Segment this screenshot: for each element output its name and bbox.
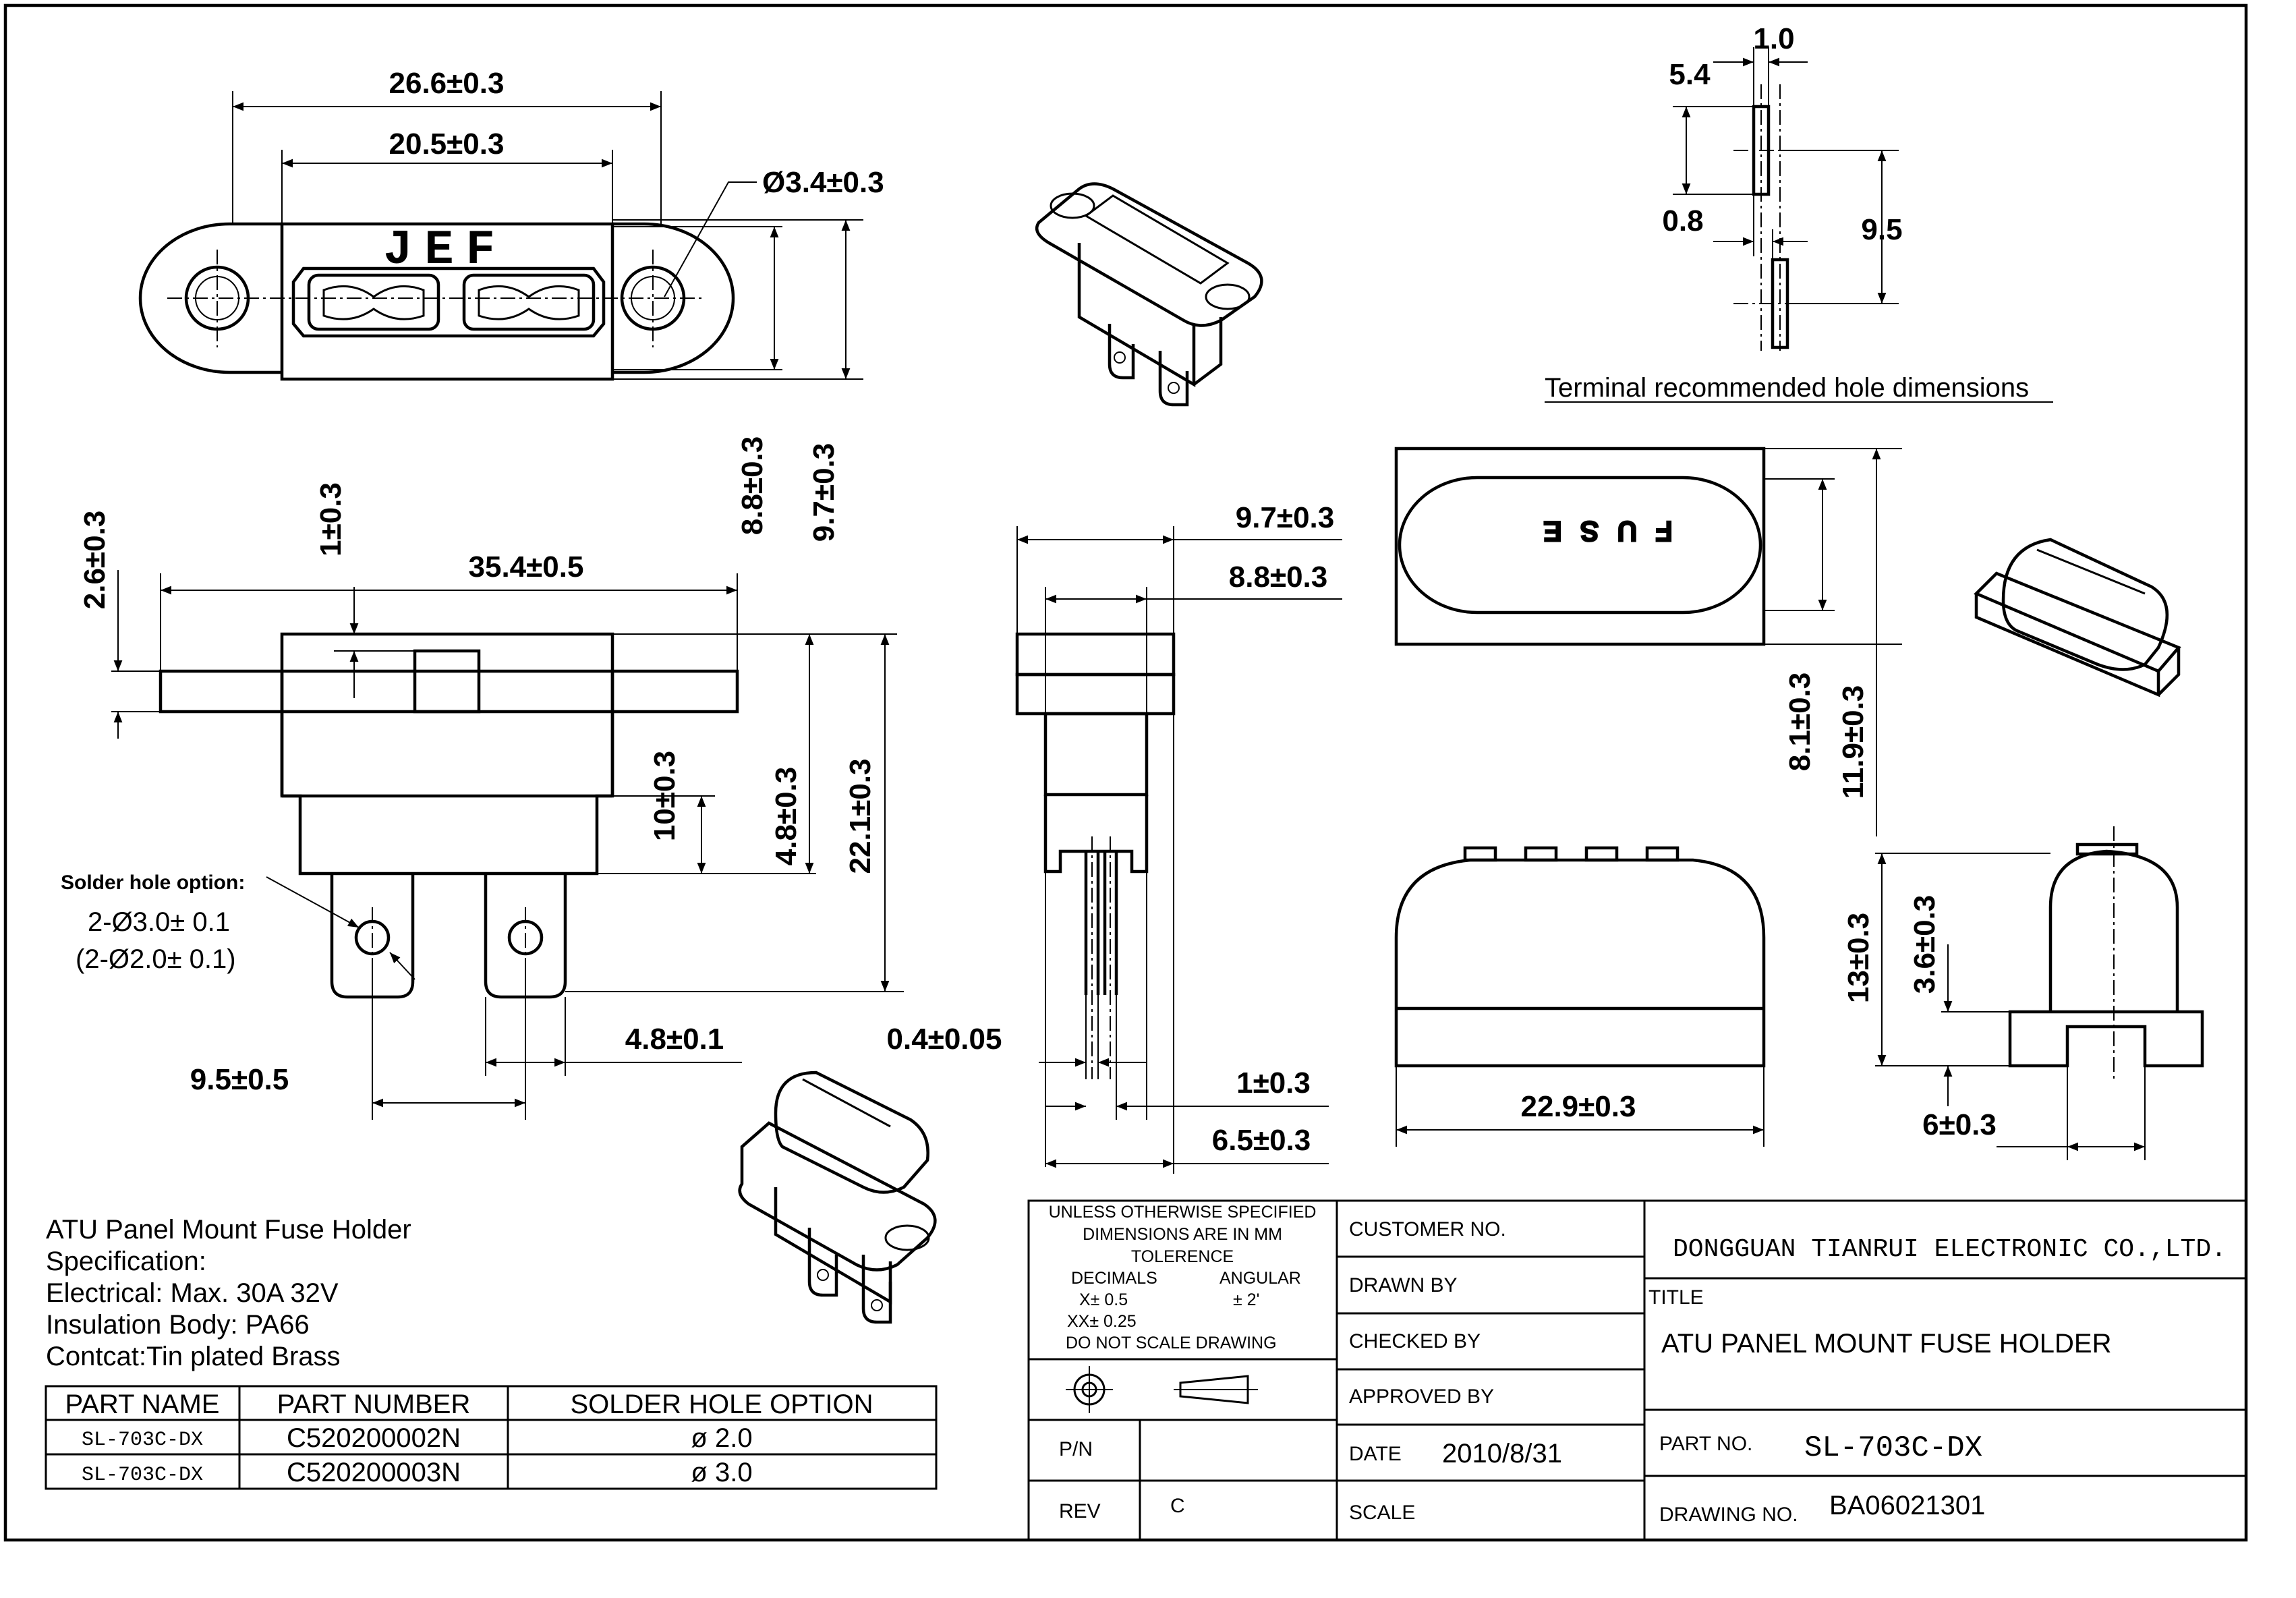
approved-by-label: APPROVED BY xyxy=(1349,1386,1494,1408)
customer-no-label: CUSTOMER NO. xyxy=(1349,1218,1506,1240)
terminal-hole-dimensions: 1.0 5.4 0.8 9.5 Terminal recommended hol… xyxy=(1545,22,2053,403)
terminal-caption: Terminal recommended hole dimensions xyxy=(1545,373,2029,403)
dim-fuse-13: 13±0.3 xyxy=(1842,913,1875,1003)
fuse-side-dimensions: 13±0.3 3.6±0.3 6±0.3 xyxy=(1842,853,2146,1160)
dim-fuse-6: 6±0.3 xyxy=(1922,1108,1997,1141)
spec-heading: Specification: xyxy=(46,1247,206,1276)
front-view-dimensions: 35.4±0.5 2.6±0.3 1±0.3 10±0.3 4.8±0.3 22… xyxy=(61,482,904,1120)
fuse-word-text: FUSE xyxy=(1525,516,1673,546)
dim-front-221: 22.1±0.3 xyxy=(844,759,877,874)
table-cell-r2-name: SL-703C-DX xyxy=(82,1464,203,1487)
dim-hole-diameter: Ø3.4±0.3 xyxy=(762,166,884,199)
fuse-front-dimensions: 22.9±0.3 xyxy=(1396,1066,1764,1147)
dim-fuse-36: 3.6±0.3 xyxy=(1908,895,1941,994)
tolerance-note-1: UNLESS OTHERWISE SPECIFIED xyxy=(1049,1203,1317,1222)
dim-top-width-inner: 20.5±0.3 xyxy=(389,127,505,161)
brand-mark-text: JEF xyxy=(383,223,507,278)
dim-front-26: 2.6±0.3 xyxy=(78,511,111,609)
dim-front-10: 10±0.3 xyxy=(648,751,681,841)
rev-value: C xyxy=(1170,1495,1185,1517)
parts-table: PART NAME PART NUMBER SOLDER HOLE OPTION… xyxy=(45,1385,938,1490)
front-view xyxy=(159,632,739,999)
fuse-side-view xyxy=(2008,826,2204,1079)
specification-block: ATU Panel Mount Fuse Holder Specificatio… xyxy=(46,1215,411,1371)
spec-electrical: Electrical: Max. 30A 32V xyxy=(46,1278,339,1308)
dim-side-65: 6.5±0.3 xyxy=(1212,1124,1311,1157)
isometric-fuse xyxy=(1974,538,2181,697)
fuse-top-view: FUSE xyxy=(1394,447,1766,646)
spec-insulation: Insulation Body: PA66 xyxy=(46,1310,310,1340)
tolerance-heading: TOLERENCE xyxy=(1131,1247,1234,1266)
solder-option-2: (2-Ø2.0± 0.1) xyxy=(76,944,236,974)
spec-contact: Contcat:Tin plated Brass xyxy=(46,1342,341,1371)
projection-cone-icon xyxy=(1179,1375,1249,1404)
dim-fuse-81: 8.1±0.3 xyxy=(1783,673,1816,771)
dim-side-04: 0.4±0.05 xyxy=(887,1023,1002,1056)
dim-front-1: 1±0.3 xyxy=(314,482,347,557)
dim-front-48: 4.8±0.3 xyxy=(770,767,803,865)
isometric-holder-with-fuse xyxy=(738,1071,937,1324)
table-cell-r2-option: ø 3.0 xyxy=(691,1458,752,1487)
xx-tolerance: XX± 0.25 xyxy=(1067,1312,1137,1331)
dim-term-08: 0.8 xyxy=(1662,204,1703,237)
fuse-top-dimensions: 8.1±0.3 11.9±0.3 xyxy=(1764,448,1902,836)
drawn-by-label: DRAWN BY xyxy=(1349,1274,1458,1296)
table-header-part-number: PART NUMBER xyxy=(277,1390,471,1419)
dim-term-95: 9.5 xyxy=(1861,213,1902,246)
rev-label: REV xyxy=(1059,1500,1101,1522)
dim-term-10: 1.0 xyxy=(1753,22,1794,55)
date-label: DATE xyxy=(1349,1443,1402,1465)
table-cell-r1-option: ø 2.0 xyxy=(691,1423,752,1453)
dim-side-88: 8.8±0.3 xyxy=(1229,561,1327,594)
dim-side-1: 1±0.3 xyxy=(1236,1066,1311,1100)
table-cell-r1-name: SL-703C-DX xyxy=(82,1429,203,1452)
title-value: ATU PANEL MOUNT FUSE HOLDER xyxy=(1661,1329,2112,1359)
table-cell-r2-number: C520200003N xyxy=(287,1458,461,1487)
x-tolerance: X± 0.5 xyxy=(1079,1290,1128,1309)
fuse-front-view xyxy=(1394,846,1766,1068)
dim-fuse-119: 11.9±0.3 xyxy=(1837,685,1870,799)
top-view-dimensions: 26.6±0.3 20.5±0.3 Ø3.4±0.3 8.8±0.3 9.7±0… xyxy=(232,67,884,542)
dim-top-height-97: 9.7±0.3 xyxy=(807,443,840,542)
top-view: JEF xyxy=(138,222,735,381)
table-cell-r1-number: C520200002N xyxy=(287,1423,461,1453)
tolerance-note-2: DIMENSIONS ARE IN MM xyxy=(1083,1225,1282,1244)
title-block: UNLESS OTHERWISE SPECIFIED DIMENSIONS AR… xyxy=(1027,1199,2247,1541)
solder-option-title: Solder hole option: xyxy=(61,872,245,894)
no-scale-note: DO NOT SCALE DRAWING xyxy=(1066,1334,1277,1352)
checked-by-label: CHECKED BY xyxy=(1349,1330,1481,1352)
dim-term-54: 5.4 xyxy=(1669,58,1711,91)
dim-front-48b: 4.8±0.1 xyxy=(625,1023,724,1056)
dim-top-width-outer: 26.6±0.3 xyxy=(389,67,505,100)
side-view-dimensions: 9.7±0.3 8.8±0.3 0.4±0.05 1±0.3 6.5±0.3 xyxy=(887,501,1342,1174)
date-value: 2010/8/31 xyxy=(1442,1439,1562,1468)
pn-label: P/N xyxy=(1059,1438,1093,1460)
part-no-label: PART NO. xyxy=(1659,1433,1752,1455)
scale-label: SCALE xyxy=(1349,1502,1415,1524)
table-header-part-name: PART NAME xyxy=(65,1390,220,1419)
drawing-no-label: DRAWING NO. xyxy=(1659,1504,1798,1526)
dim-side-97: 9.7±0.3 xyxy=(1236,501,1334,534)
solder-option-1: 2-Ø3.0± 0.1 xyxy=(88,907,230,937)
angular-label: ANGULAR xyxy=(1219,1269,1301,1288)
part-no-value: SL-703C-DX xyxy=(1804,1431,1982,1465)
isometric-holder-top xyxy=(1035,182,1263,407)
title-label: TITLE xyxy=(1648,1286,1704,1309)
decimals-label: DECIMALS xyxy=(1071,1269,1157,1288)
dim-front-354: 35.4±0.5 xyxy=(469,550,584,583)
dim-top-height-88: 8.8±0.3 xyxy=(736,436,769,535)
company-name: DONGGUAN TIANRUI ELECTRONIC CO.,LTD. xyxy=(1673,1235,2227,1264)
dim-fuse-229: 22.9±0.3 xyxy=(1521,1090,1636,1123)
dim-front-95: 9.5±0.5 xyxy=(190,1063,289,1096)
table-header-solder-option: SOLDER HOLE OPTION xyxy=(571,1390,873,1419)
drawing-border xyxy=(3,3,2248,1542)
spec-product: ATU Panel Mount Fuse Holder xyxy=(46,1215,411,1245)
side-view xyxy=(1015,632,1176,1079)
drawing-no-value: BA06021301 xyxy=(1829,1491,1985,1520)
angular-tolerance: ± 2' xyxy=(1233,1290,1259,1309)
